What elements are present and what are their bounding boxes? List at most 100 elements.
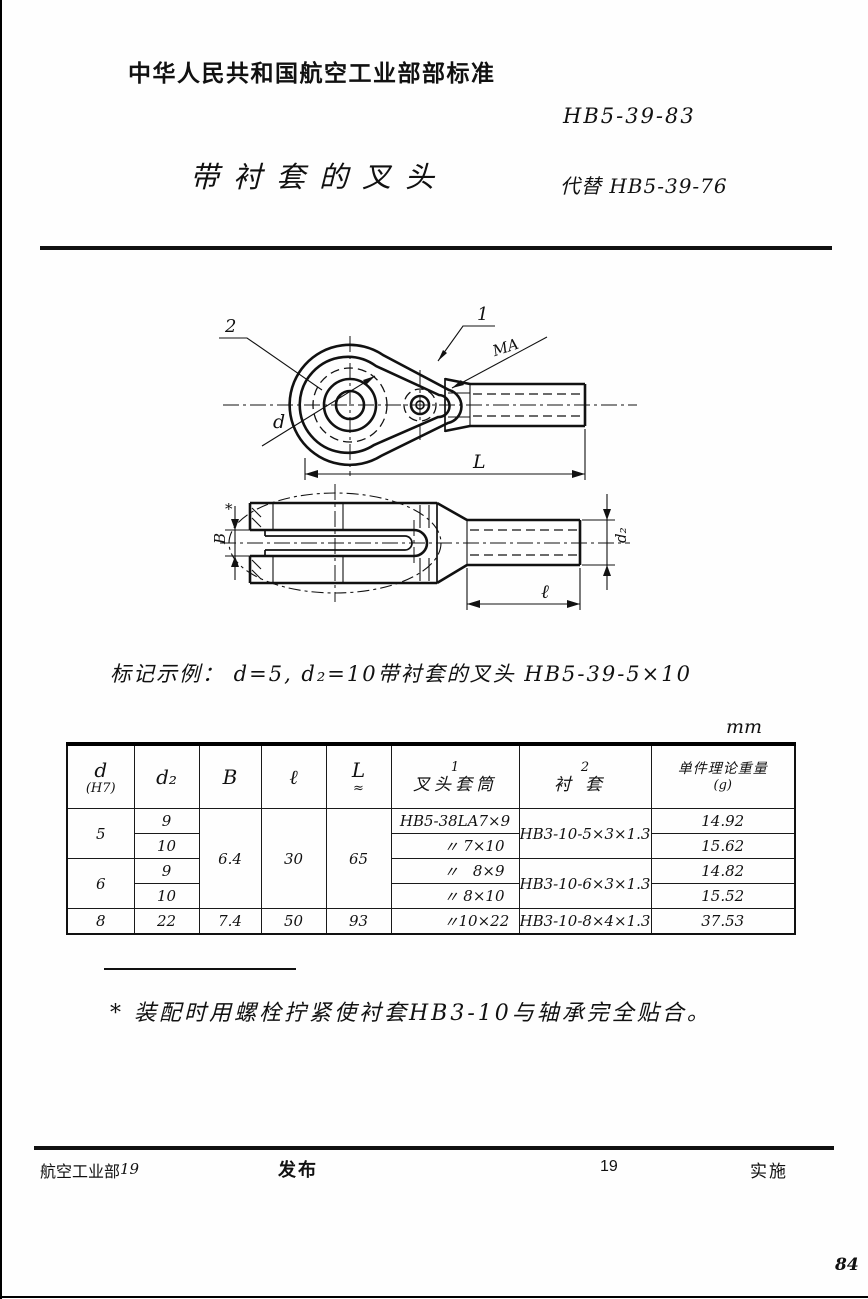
callout-1-leader	[437, 325, 495, 362]
document-title: 带衬套的叉头	[190, 160, 449, 194]
cell-weight-r1: 14.92	[650, 808, 796, 834]
col-header-d2: d₂	[133, 743, 200, 809]
sleeve-size: 8×10	[463, 887, 505, 905]
dim-B-arrow-bottom	[231, 556, 239, 567]
prong-section-ticks	[272, 503, 430, 583]
cell-B-main: 6.4	[198, 808, 262, 909]
sleeve-size: 10×22	[458, 912, 510, 930]
table-row: 8 22 7.4 50 93 〃 10×22 HB3-10-8×4×1.3 37…	[66, 908, 796, 935]
ma-leader	[451, 336, 548, 389]
ditto-mark: 〃	[443, 887, 459, 906]
cell-bushing-r5: HB3-10-8×4×1.3	[518, 908, 652, 935]
ditto-mark: 〃	[443, 837, 459, 856]
footer-issuer: 航空工业部19	[40, 1158, 139, 1182]
standard-code: HB5-39-83	[563, 104, 696, 128]
neck-detail-lines	[448, 392, 470, 418]
cell-L-r5: 93	[325, 908, 392, 935]
shank-outline-bottom	[467, 518, 582, 567]
spec-table: d (H7) d₂ B ℓ L ≈ 1 叉头套筒 2 衬套	[66, 742, 796, 935]
ma-mark-label: MA	[489, 335, 521, 361]
ma-arrow	[452, 380, 464, 388]
col-header-weight-unit: (g)	[713, 778, 732, 793]
phantom-head-profile	[228, 492, 442, 594]
dim-d2-arrow-bottom	[603, 565, 611, 576]
cell-d2-r4: 10	[133, 883, 200, 909]
cell-d-6: 6	[66, 858, 135, 909]
sleeve-size: 8×9	[472, 862, 505, 880]
col-header-d-tolerance: (H7)	[85, 780, 116, 796]
bushing-lip-lines	[264, 530, 413, 556]
ditto-mark: 〃	[443, 912, 459, 931]
dim-l-arrow-right	[567, 600, 580, 608]
footer-impl-year: 19	[600, 1158, 618, 1175]
callout-1-arrow	[438, 350, 447, 361]
fork-drawing-svg: 2 1 MA d L	[211, 304, 637, 610]
cell-d2-r5: 22	[133, 908, 200, 935]
shank-hidden-bore-bottom	[470, 529, 578, 556]
sleeve-size: 7×10	[463, 837, 505, 855]
neck-taper-bottom	[436, 501, 468, 585]
col-header-d2-symbol: d₂	[156, 765, 177, 789]
cell-bushing-r12: HB3-10-5×3×1.3	[518, 808, 652, 859]
dim-B-label: B	[211, 533, 229, 545]
head-inner-outline	[298, 355, 451, 455]
col-header-d: d (H7)	[66, 743, 135, 809]
footnote-rule	[104, 968, 296, 970]
callout-1-label: 1	[477, 304, 488, 325]
unit-label: mm	[726, 716, 763, 738]
shank-outline-top	[470, 382, 587, 428]
cell-sleeve-r4: 〃 8×10	[390, 883, 520, 909]
cell-d-5: 5	[66, 808, 135, 859]
page-number: 84	[835, 1255, 859, 1275]
footer-rule	[34, 1146, 834, 1150]
rivet-hole-inner	[415, 400, 425, 410]
callout-2-leader	[219, 337, 323, 391]
table-row: 5 9 6.4 30 65 HB5-38LA7×9 HB3-10-5×3×1.3…	[66, 808, 796, 909]
dim-L-arrow-right	[572, 470, 585, 478]
cell-sleeve-r5: 〃 10×22	[390, 908, 520, 935]
dim-B-lines	[225, 506, 250, 580]
col-header-sleeve: 1 叉头套筒	[390, 743, 520, 809]
col-header-l-symbol: ℓ	[289, 765, 298, 789]
technical-drawing: 2 1 MA d L	[205, 298, 655, 661]
scan-edge-left	[0, 0, 2, 1299]
cell-weight-r3: 14.82	[650, 858, 796, 884]
col-header-d-symbol: d	[94, 757, 108, 782]
footer-issuer-name: 航空工业部	[40, 1164, 121, 1181]
cell-l-r5: 50	[260, 908, 327, 935]
dim-l-label: ℓ	[541, 581, 549, 603]
rivet-hidden-circle	[403, 388, 437, 422]
header-rule	[40, 246, 832, 250]
dim-l-arrow-left	[467, 600, 480, 608]
cell-d2-r1: 9	[133, 808, 200, 834]
neck-taper-lines	[444, 377, 471, 433]
callout-2-label: 2	[224, 316, 236, 337]
dim-d-arrow	[363, 376, 375, 385]
footer-issue-year: 19	[120, 1160, 140, 1178]
cell-bushing-r34: HB3-10-6×3×1.3	[518, 858, 652, 909]
table-header-row: d (H7) d₂ B ℓ L ≈ 1 叉头套筒 2 衬套	[66, 743, 796, 809]
cell-sleeve-r2: 〃 7×10	[390, 833, 520, 859]
col-header-bushing-number: 2	[580, 759, 590, 775]
cell-sleeve-r3: 〃 8×9	[390, 858, 520, 884]
dim-d-leader	[261, 375, 376, 447]
replaces-note: 代替 HB5-39-76	[560, 174, 728, 198]
table-row: 6 9 〃 8×9 HB3-10-6×3×1.3 14.82	[66, 858, 796, 909]
dim-d-label: d	[273, 411, 285, 433]
footer-publish-label: 发布	[278, 1160, 318, 1180]
dim-d2-arrow-top	[603, 509, 611, 520]
rivet-hole-outer	[409, 394, 431, 416]
cell-l-main: 30	[260, 808, 327, 909]
dim-L-lines	[304, 429, 586, 480]
cell-weight-r4: 15.52	[650, 883, 796, 909]
table-row: 10 〃 7×10 15.62	[67, 833, 796, 859]
slot-end-arc	[413, 528, 429, 558]
col-header-L-symbol: L	[351, 757, 366, 782]
dim-B-arrow-top	[231, 519, 239, 530]
col-header-B: B	[198, 743, 262, 809]
footnote-text: * 装配时用螺栓拧紧使衬套HB3-10与轴承完全贴合。	[110, 1001, 712, 1026]
cell-L-main: 65	[325, 808, 392, 909]
col-header-L-approx: ≈	[353, 780, 364, 796]
cell-weight-r2: 15.62	[650, 833, 796, 859]
